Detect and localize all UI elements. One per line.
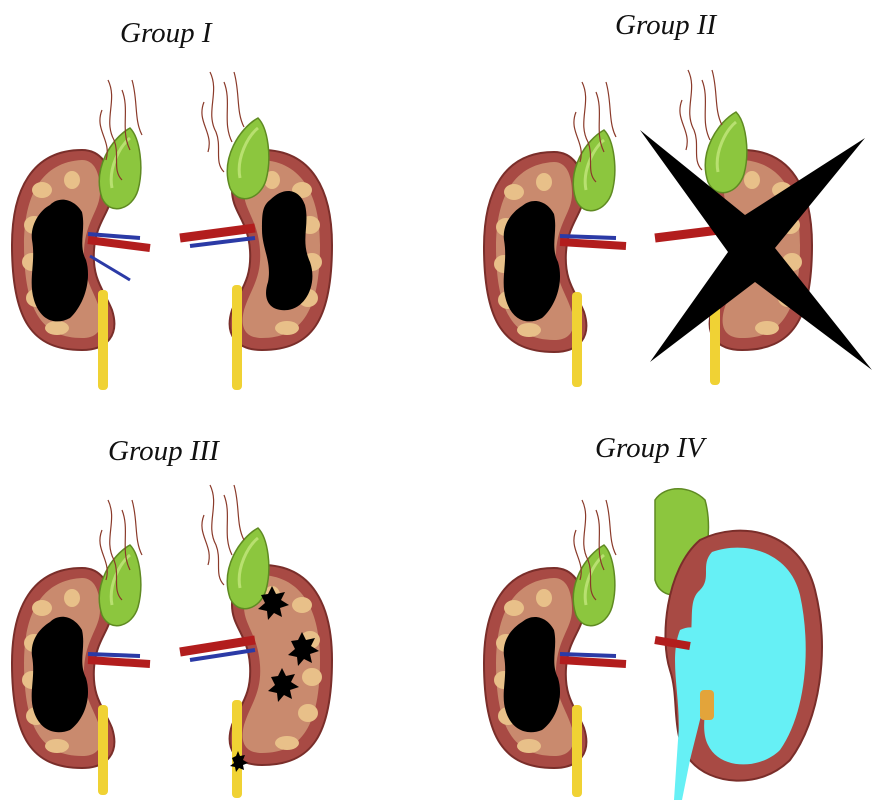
group-1-right-vessels [180, 228, 255, 246]
group-2-left-vessels [560, 236, 626, 246]
group-3-right-ureter [232, 700, 242, 798]
group-3-left-lesion [32, 617, 88, 733]
group-2-left-lesion [504, 201, 560, 321]
group-3-right-vessels [180, 640, 255, 660]
group-1-right-ureter [232, 285, 242, 390]
group-3-title: Group III [108, 435, 220, 467]
group-1-left-lesion [32, 200, 88, 322]
group-4-title: Group IV [595, 432, 708, 464]
group-3-left-adrenal [99, 545, 140, 626]
group-1-title: Group I [120, 17, 213, 49]
group-1-right-adrenal [227, 118, 268, 199]
group-4-left-ureter [572, 705, 582, 797]
group-3-left-ureter [98, 705, 108, 795]
group-1-left-ureter [98, 290, 108, 390]
group-4-left-adrenal [573, 545, 614, 626]
group-2-right-adrenal [705, 112, 746, 193]
group-3-left-vessels [88, 654, 150, 664]
group-1-right-lesion [262, 191, 312, 310]
group-4-right-kidney-hydronephrosis [655, 489, 822, 800]
group-1-panel: Group I [12, 17, 332, 390]
group-2-title: Group II [615, 9, 718, 41]
group-4-left-vessels [560, 654, 626, 664]
group-3-panel: Group III [12, 435, 332, 798]
group-2-panel: Group II [484, 9, 872, 387]
group-4-right-ureter [700, 690, 714, 720]
group-2-left-ureter [572, 292, 582, 387]
group-1-left-vessels [88, 234, 150, 280]
group-4-panel: Group IV [484, 432, 822, 800]
group-4-left-lesion [504, 617, 560, 732]
